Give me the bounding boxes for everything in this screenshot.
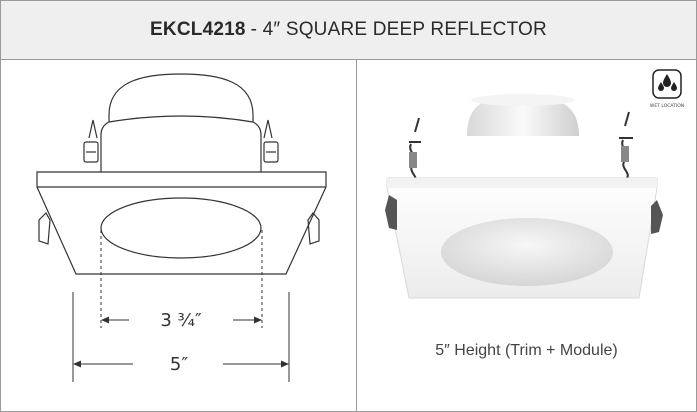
reflector-opening [100, 197, 262, 259]
model-code: EKCL4218 [150, 19, 246, 40]
right-spring-clip [263, 119, 279, 163]
line-drawing-panel: 3 ¾″ 5″ [1, 60, 356, 412]
left-spring [409, 117, 421, 183]
product-render: WET LOCATION [385, 69, 684, 299]
water-drops-icon [658, 74, 677, 91]
left-tab [38, 212, 51, 245]
right-tab [307, 212, 320, 245]
reflector-opening [441, 218, 613, 286]
left-spring-clip [83, 119, 99, 163]
model-description: - 4″ SQUARE DEEP REFLECTOR [250, 19, 547, 40]
product-render-panel: WET LOCATION 5″ Height (Trim + Module) [357, 60, 696, 412]
height-caption: 5″ Height (Trim + Module) [435, 342, 618, 359]
line-drawing: 3 ¾″ 5″ [36, 73, 327, 382]
module-dome [108, 73, 254, 116]
panel-divider [356, 60, 357, 412]
right-spring [619, 111, 633, 179]
outer-dimension-label: 5″ [170, 354, 188, 375]
badge-label: WET LOCATION [650, 103, 684, 109]
wet-location-badge: WET LOCATION [650, 69, 684, 109]
module-body [467, 96, 579, 136]
inner-dimension-label: 3 ¾″ [160, 310, 202, 331]
spec-title: EKCL4218 - 4″ SQUARE DEEP REFLECTOR [1, 1, 696, 60]
